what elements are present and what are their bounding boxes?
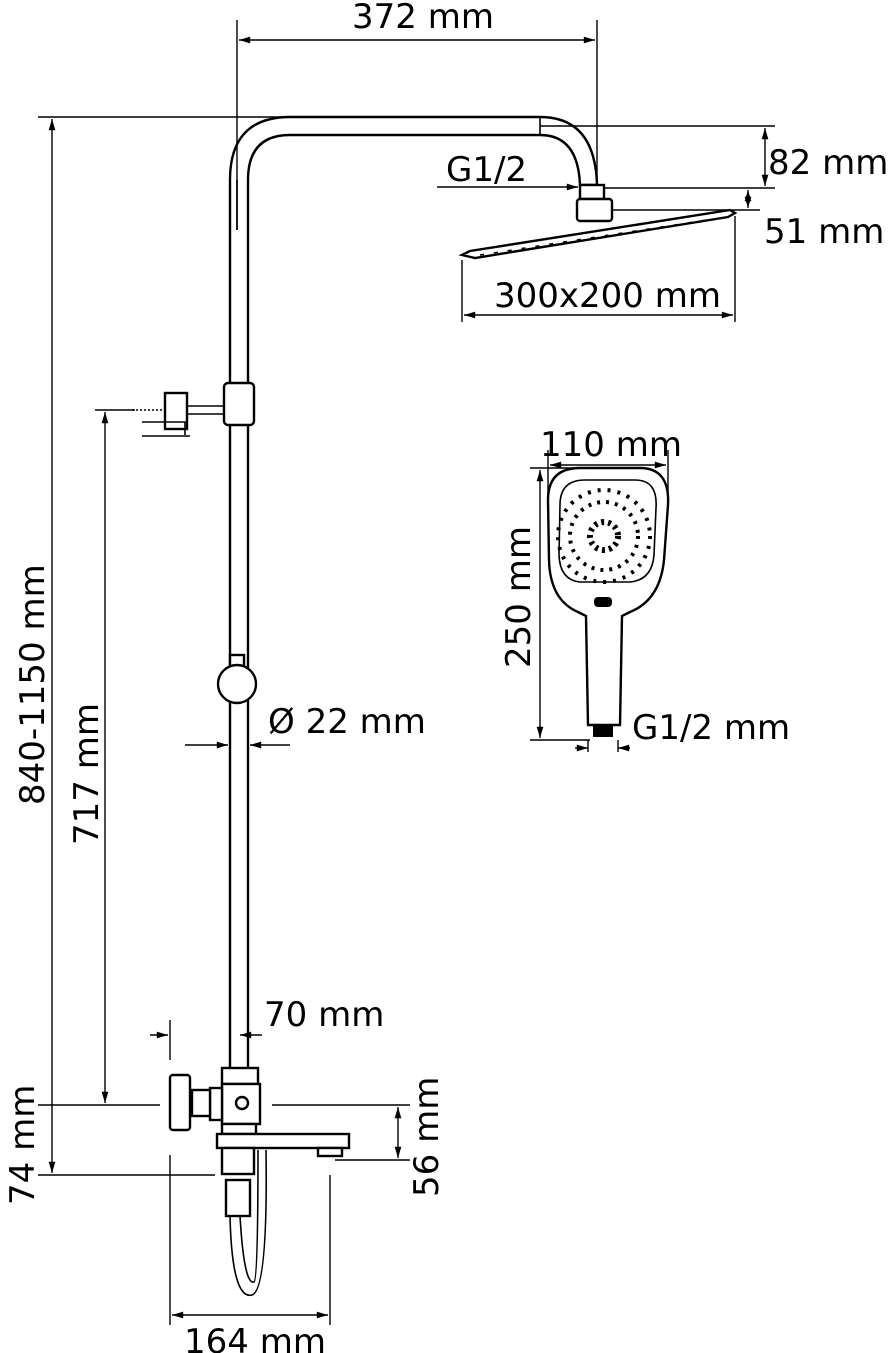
- hand-shower: [546, 466, 670, 737]
- head-thickness-label: 51 mm: [764, 212, 884, 252]
- hand-length-label: 250 mm: [499, 526, 539, 668]
- total-height-label: 840-1150 mm: [13, 564, 53, 805]
- hand-shower-slider: [216, 653, 258, 705]
- bracket-height-label: 717 mm: [67, 703, 107, 845]
- dimension-lines: [38, 20, 775, 1325]
- head-size-label: 300x200 mm: [494, 276, 721, 316]
- mixer-height-label: 74 mm: [3, 1085, 43, 1205]
- overhead-shower-head: [458, 183, 738, 260]
- head-thread-label: G1/2: [446, 150, 527, 190]
- hand-width-label: 110 mm: [540, 425, 682, 465]
- arm-drop-label: 82 mm: [768, 143, 888, 183]
- pipe-diameter-label: Ø 22 mm: [268, 702, 426, 742]
- spout-length-label: 164 mm: [184, 1322, 326, 1353]
- wall-bracket: [132, 381, 256, 437]
- arm-length-label: 372 mm: [352, 0, 494, 37]
- shower-column: [228, 115, 599, 1072]
- bath-mixer: [168, 1066, 351, 1296]
- spout-drop-label: 56 mm: [407, 1077, 447, 1197]
- hand-thread-label: G1/2 mm: [632, 708, 790, 748]
- wall-offset-label: 70 mm: [264, 995, 384, 1035]
